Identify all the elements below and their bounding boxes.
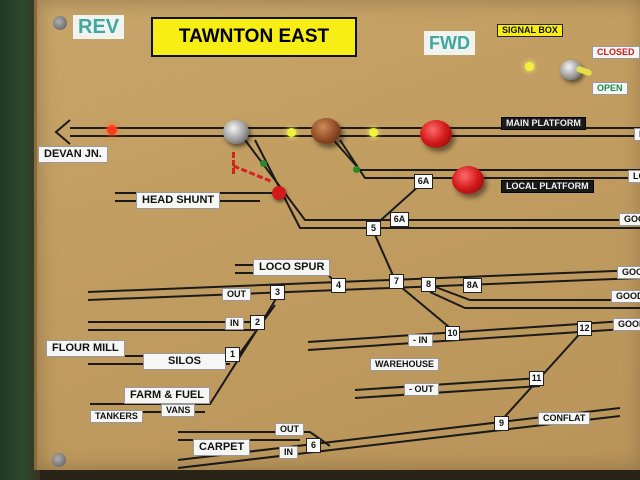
lo-label: LO — [628, 170, 640, 183]
rev-label: REV — [73, 15, 125, 39]
point-9[interactable]: 9 — [494, 416, 509, 431]
red-indicator — [272, 186, 286, 200]
carpet-out-label: OUT — [275, 423, 304, 436]
goods-label: GOODS — [613, 318, 640, 331]
devan-arrow — [54, 119, 71, 145]
point-11[interactable]: 11 — [529, 371, 544, 386]
goods-line-lower — [254, 139, 640, 229]
point-2[interactable]: 2 — [250, 315, 265, 330]
goods-line-c — [429, 284, 640, 301]
l-label: L — [634, 128, 640, 141]
green-led — [353, 166, 360, 173]
signal-box-label: SIGNAL BOX — [497, 24, 563, 37]
goods-line-b — [87, 277, 640, 301]
signal-knob-red-local[interactable] — [452, 166, 484, 194]
farm-fuel-label: FARM & FUEL — [124, 387, 210, 404]
yellow-led — [369, 128, 378, 137]
carpet-out — [178, 431, 331, 447]
point-12[interactable]: 12 — [577, 321, 592, 336]
point-8[interactable]: 8 — [421, 277, 436, 292]
dashed-route-line — [232, 152, 235, 174]
goods-label: GOODS — [619, 213, 640, 226]
red-led — [107, 125, 117, 135]
warehouse-in-label: - IN — [408, 334, 433, 347]
point-4[interactable]: 4 — [331, 278, 346, 293]
point-8a[interactable]: 8A — [463, 278, 482, 293]
carpet-in-label: IN — [279, 446, 298, 459]
local-platform-label: LOCAL PLATFORM — [501, 180, 594, 193]
panel-screw — [52, 453, 66, 467]
point-1[interactable]: 1 — [225, 347, 240, 362]
goods-label: GOODS — [611, 290, 640, 303]
panel-screw — [53, 16, 67, 30]
carpet-label: CARPET — [193, 439, 251, 456]
point-5[interactable]: 5 — [366, 221, 381, 236]
tankers-label: TANKERS — [90, 410, 143, 423]
diag-to-10 — [394, 281, 456, 333]
point-10[interactable]: 10 — [445, 326, 460, 341]
devan-jn-label: DEVAN JN. — [38, 146, 108, 163]
goods-label: GOODS — [617, 266, 640, 279]
point-6a-upper[interactable]: 6A — [414, 174, 433, 189]
signal-box-toggle[interactable] — [560, 60, 582, 80]
main-platform-label: MAIN PLATFORM — [501, 117, 586, 130]
conflat-label: CONFLAT — [538, 412, 591, 425]
out-label: OUT — [222, 288, 251, 301]
in-label: IN — [225, 317, 244, 330]
warehouse-out-label: - OUT — [404, 383, 439, 396]
point-7[interactable]: 7 — [389, 274, 404, 289]
warehouse-out — [354, 377, 541, 391]
point-toggle-switch[interactable] — [223, 120, 249, 144]
point-3[interactable]: 3 — [270, 285, 285, 300]
open-label: OPEN — [592, 82, 628, 95]
crossover-7 — [371, 227, 396, 281]
point-6a[interactable]: 6A — [390, 212, 409, 227]
loco-spur-label: LOCO SPUR — [253, 259, 331, 276]
background-wall — [0, 0, 40, 480]
vans-label: VANS — [161, 404, 196, 417]
station-title: TAWNTON EAST — [151, 17, 357, 57]
fwd-label: FWD — [424, 31, 475, 55]
signal-knob-brown[interactable] — [311, 118, 341, 144]
green-led — [260, 160, 267, 167]
local-platform-track — [339, 139, 640, 179]
warehouse-out-2 — [354, 385, 541, 399]
warehouse-label: WAREHOUSE — [370, 358, 440, 371]
farm-fuel-siding — [90, 321, 263, 405]
signal-knob-red-main[interactable] — [420, 120, 452, 148]
flour-mill-label: FLOUR MILL — [46, 340, 125, 357]
yellow-led — [287, 128, 296, 137]
head-shunt-label: HEAD SHUNT — [136, 192, 221, 209]
point-6[interactable]: 6 — [306, 438, 321, 453]
closed-label: CLOSED — [592, 46, 640, 59]
goods-line-d — [429, 291, 640, 309]
yellow-led — [525, 62, 534, 71]
main-platform-track — [329, 135, 640, 171]
goods-line-a — [87, 269, 640, 293]
silos-label: SILOS — [143, 353, 227, 370]
